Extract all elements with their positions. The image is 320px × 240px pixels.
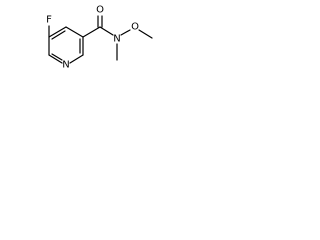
bond-n-o [120, 29, 131, 36]
bond-c6-n1 [69, 54, 84, 64]
bond-carbonyl-n [99, 26, 114, 36]
bond-double-n1-c2 [51, 53, 63, 61]
pyridine-ring [48, 26, 84, 64]
bond-c3-c4 [48, 26, 67, 38]
atom-label-fluorine: F [46, 15, 52, 26]
bond-o-methyl [138, 29, 153, 39]
bond-c4-carbonyl [82, 26, 101, 38]
bond-n1-c2 [48, 54, 63, 64]
bond-double-c3-c4 [51, 30, 66, 40]
atom-label-methoxy-oxygen: O [131, 22, 139, 33]
atom-label-carbonyl-oxygen: O [96, 5, 104, 16]
atom-label-amide-nitrogen: N [113, 34, 120, 45]
chemical-structure-diagram: F O N O N [46, 5, 153, 71]
bond-c4-c5 [65, 26, 84, 38]
atom-label-ring-nitrogen: N [62, 60, 69, 71]
